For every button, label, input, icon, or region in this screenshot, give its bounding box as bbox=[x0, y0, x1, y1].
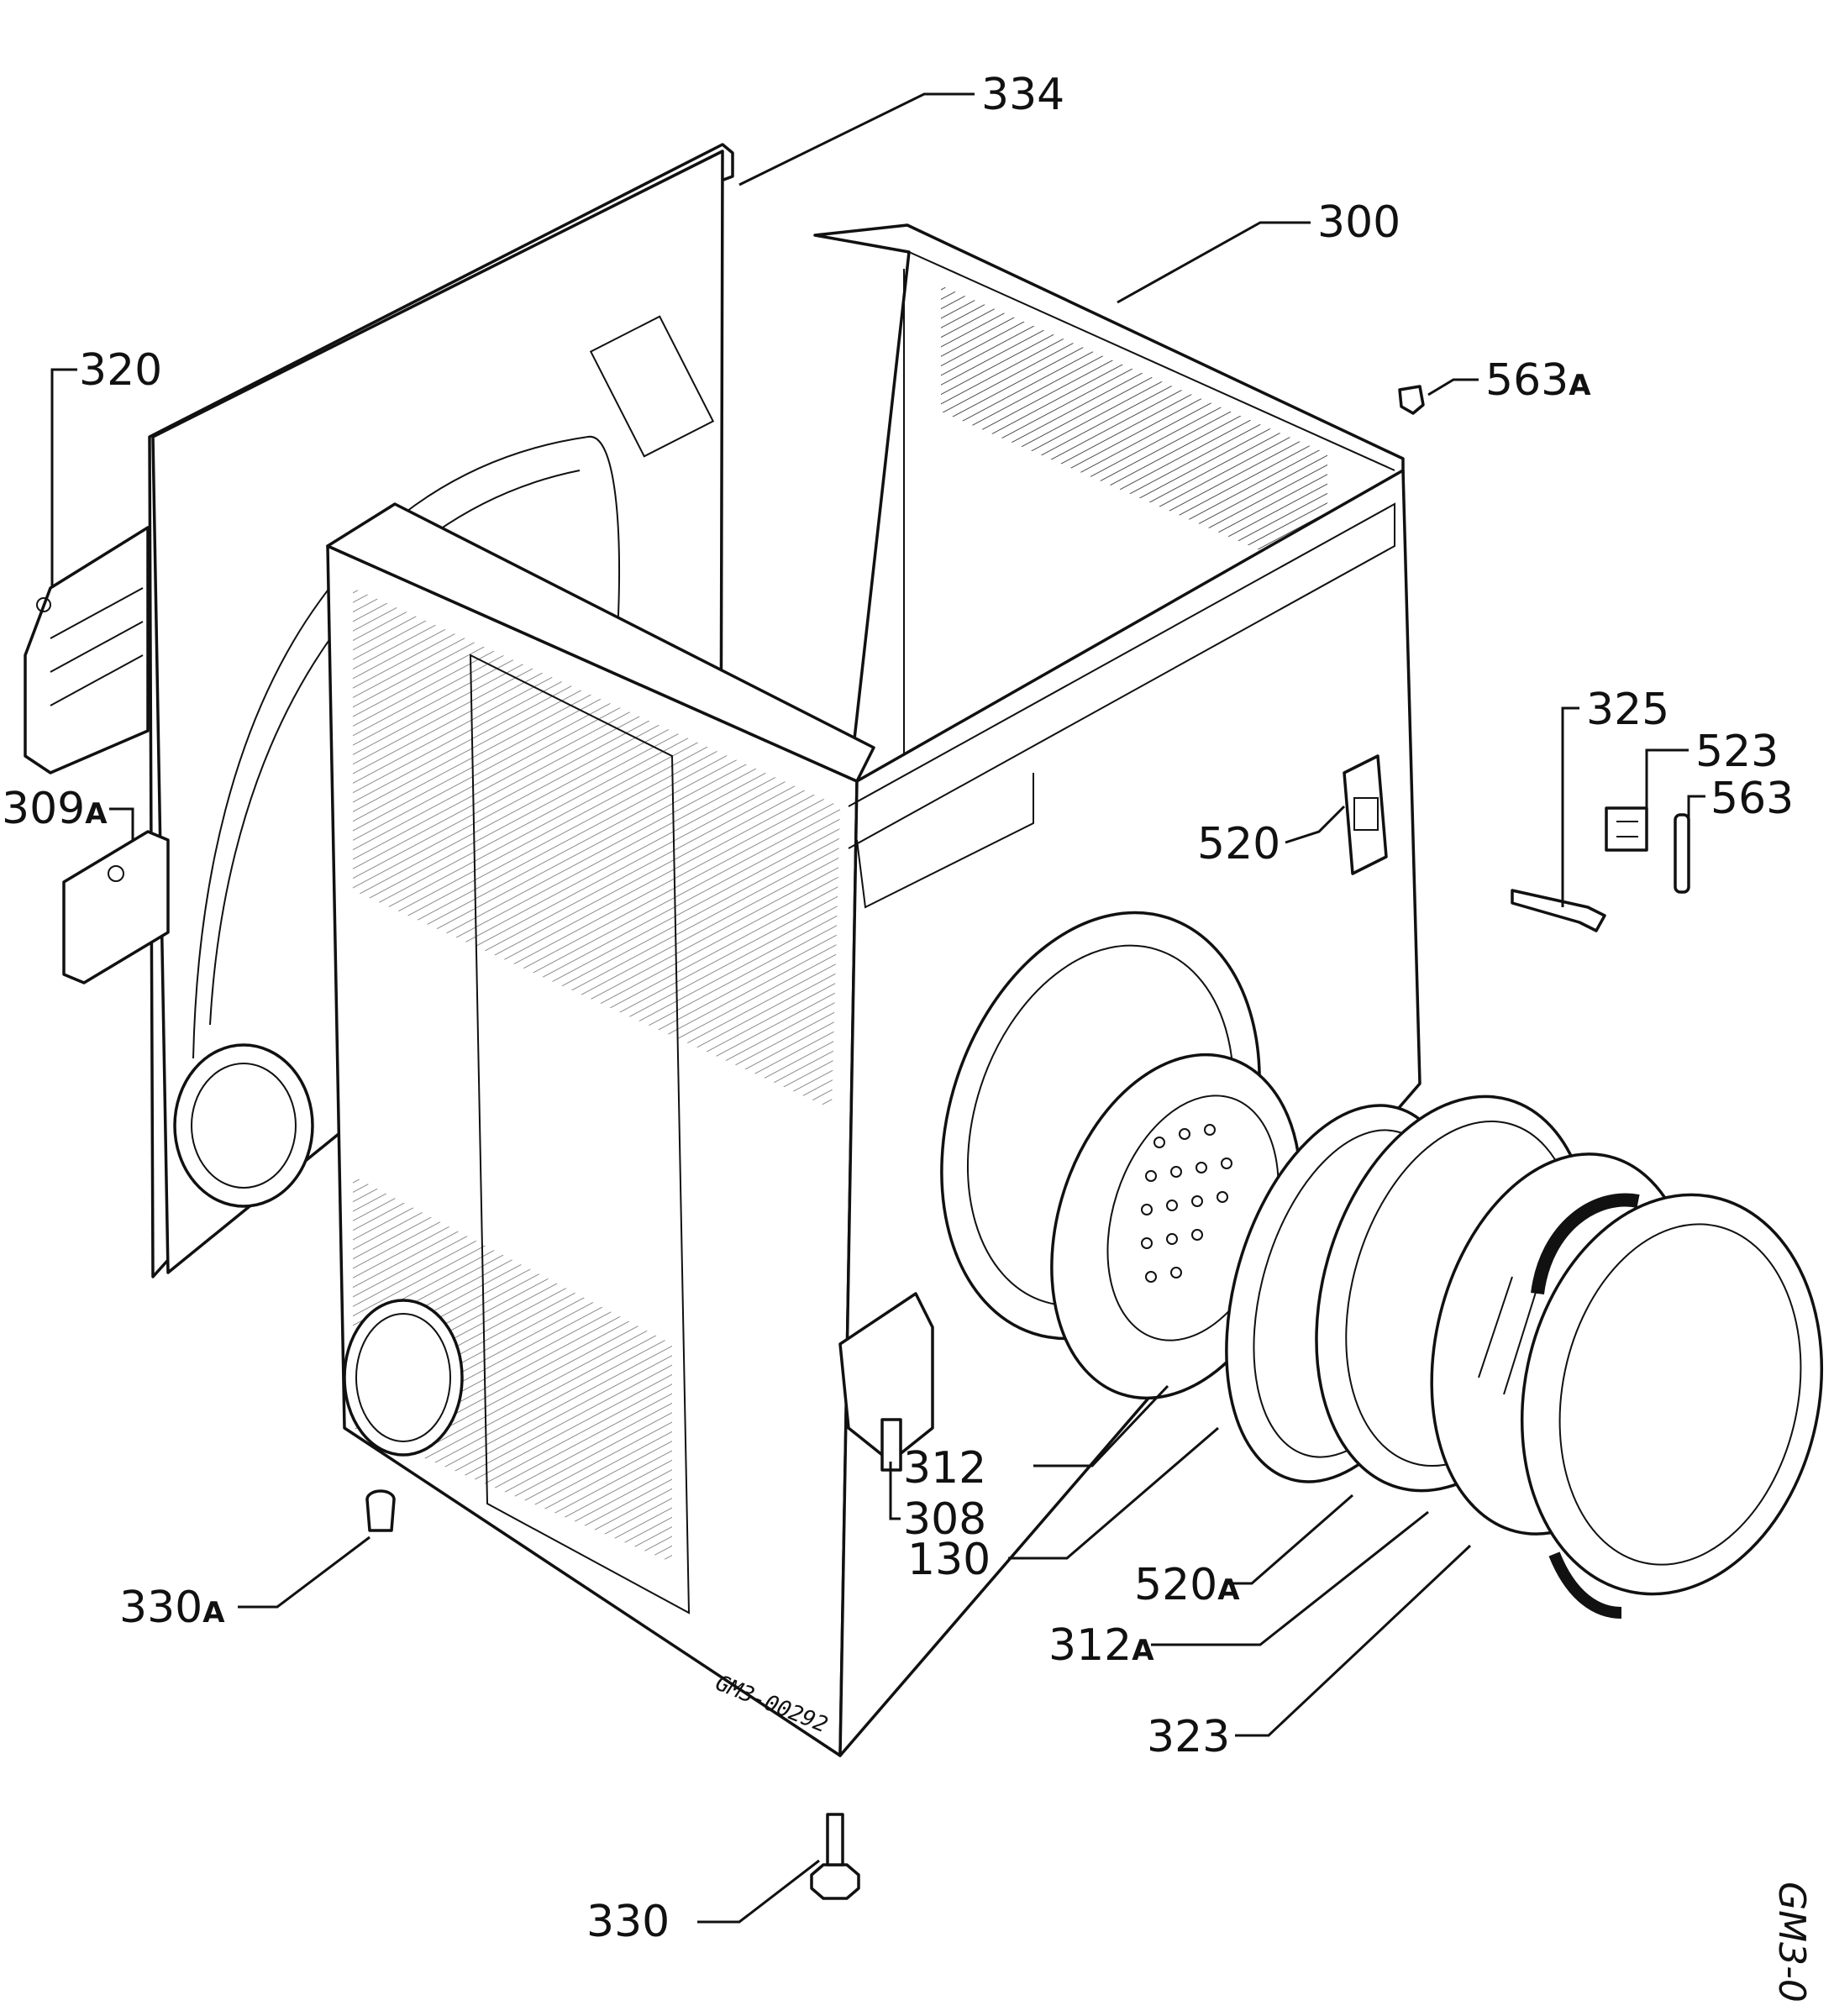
callout-labels: 334 300 320 563A 309A 325 523 563 520 31… bbox=[2, 70, 1794, 1947]
door-outer-ring bbox=[1520, 1193, 1824, 1619]
callout-323: 323 bbox=[1147, 1712, 1230, 1762]
leader-lines bbox=[50, 92, 1705, 1924]
callout-320: 320 bbox=[79, 345, 162, 396]
callout-300: 300 bbox=[1317, 197, 1400, 248]
pin-563 bbox=[1674, 813, 1690, 894]
callout-523: 523 bbox=[1695, 727, 1779, 777]
callout-309a: 309A bbox=[2, 784, 108, 834]
side-plate bbox=[62, 830, 170, 984]
callout-312: 312 bbox=[903, 1443, 986, 1494]
callout-312a: 312A bbox=[1048, 1620, 1154, 1671]
callout-563a: 563A bbox=[1485, 355, 1591, 406]
callout-325: 325 bbox=[1586, 685, 1669, 735]
callout-334: 334 bbox=[981, 70, 1064, 120]
door-lock bbox=[1343, 754, 1388, 875]
callout-520a: 520A bbox=[1134, 1560, 1240, 1610]
callout-330: 330 bbox=[586, 1897, 670, 1947]
foot-330 bbox=[810, 1813, 860, 1900]
callout-520: 520 bbox=[1197, 819, 1280, 869]
callout-130: 130 bbox=[907, 1535, 991, 1585]
callout-308: 308 bbox=[903, 1494, 986, 1545]
foot-cap-330a bbox=[365, 1489, 396, 1532]
edge-code: GM3-0 bbox=[1770, 1882, 1813, 2003]
door-hinge bbox=[838, 1292, 934, 1472]
callout-563: 563 bbox=[1711, 774, 1794, 824]
lever-325 bbox=[1511, 889, 1606, 932]
callout-330a: 330A bbox=[119, 1583, 225, 1633]
left-bracket bbox=[24, 526, 150, 774]
plug-563a bbox=[1398, 385, 1425, 415]
switch-523 bbox=[1605, 806, 1648, 852]
